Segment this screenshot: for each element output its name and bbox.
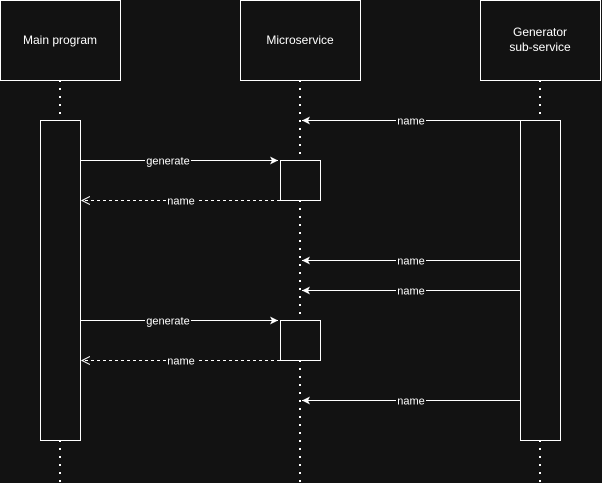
activation-bar-microservice-2 [280, 320, 321, 361]
participant-generator-sub-service[interactable]: Generator sub-service [480, 0, 601, 81]
participant-microservice[interactable]: Microservice [240, 0, 361, 81]
message-1-label: name [397, 116, 425, 128]
message-1: name [302, 114, 520, 128]
participant-main-program-label: Main program [23, 33, 97, 47]
participant-generator-label-line-2: sub-service [509, 40, 571, 54]
message-5-label: name [397, 286, 425, 298]
message-6: generate [80, 314, 278, 328]
participant-main-program[interactable]: Main program [0, 0, 121, 81]
participant-microservice-label: Microservice [266, 33, 334, 47]
message-8: name [302, 394, 520, 408]
message-2: generate [80, 154, 278, 168]
message-7: name [82, 354, 280, 368]
message-6-label: generate [146, 316, 189, 328]
participant-generator-label-line-1: Generator [513, 25, 567, 39]
message-2-label: generate [146, 156, 189, 168]
activation-bar-main [40, 120, 81, 441]
activation-bar-generator [520, 120, 561, 441]
message-4: name [302, 254, 520, 268]
activation-bar-microservice-1 [280, 160, 321, 201]
message-4-label: name [397, 256, 425, 268]
message-3: name [82, 194, 280, 208]
message-3-label: name [167, 196, 195, 208]
message-5: name [302, 284, 520, 298]
message-8-label: name [397, 396, 425, 408]
message-7-label: name [167, 356, 195, 368]
